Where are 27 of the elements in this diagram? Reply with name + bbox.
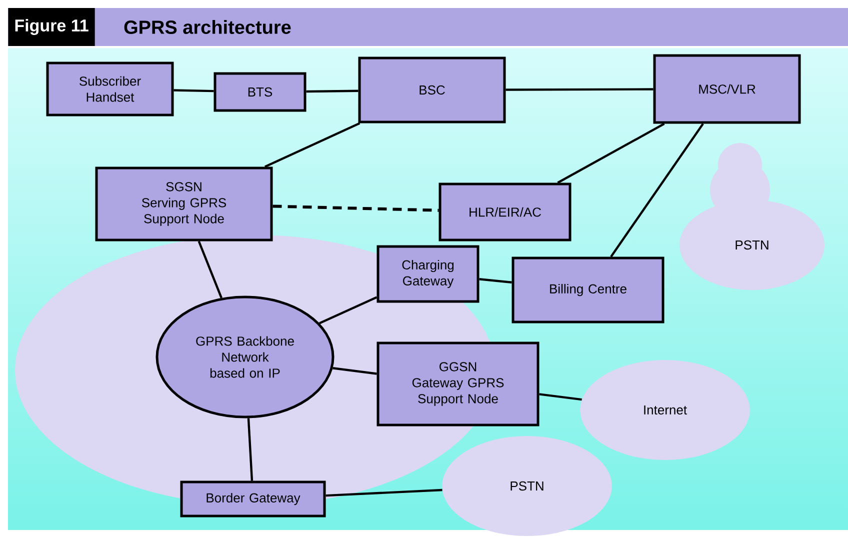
box: Charging Gateway <box>376 245 480 303</box>
box: BSC <box>358 56 506 124</box>
connector-line <box>539 393 582 401</box>
box: SGSN Serving GPRS Support Node <box>95 166 273 242</box>
box: HLR/EIR/AC <box>438 182 572 242</box>
cloud: PSTN <box>680 143 824 290</box>
connector-line <box>332 367 377 375</box>
box: Border Gateway <box>180 480 326 518</box>
box: MSC/VLR <box>653 54 801 124</box>
connector-line <box>264 122 360 168</box>
box: Billing Centre <box>512 256 664 324</box>
connector-line <box>506 88 654 91</box>
connector-line <box>174 89 214 92</box>
connector-line <box>306 90 358 93</box>
connector-line <box>326 488 442 497</box>
box: GGSN Gateway GPRS Support Node <box>376 342 540 426</box>
box: Subscriber Handset <box>46 62 174 116</box>
connector-line <box>479 278 512 284</box>
connector-line <box>198 240 222 298</box>
box: BTS <box>214 72 306 112</box>
connector-line <box>272 204 439 212</box>
connector-line <box>319 296 378 324</box>
connector-line <box>557 122 665 184</box>
title: GPRS architecture <box>124 20 291 34</box>
figure-number: Figure 11 <box>8 8 95 46</box>
connector-line <box>247 418 254 481</box>
connector-line <box>610 123 704 258</box>
